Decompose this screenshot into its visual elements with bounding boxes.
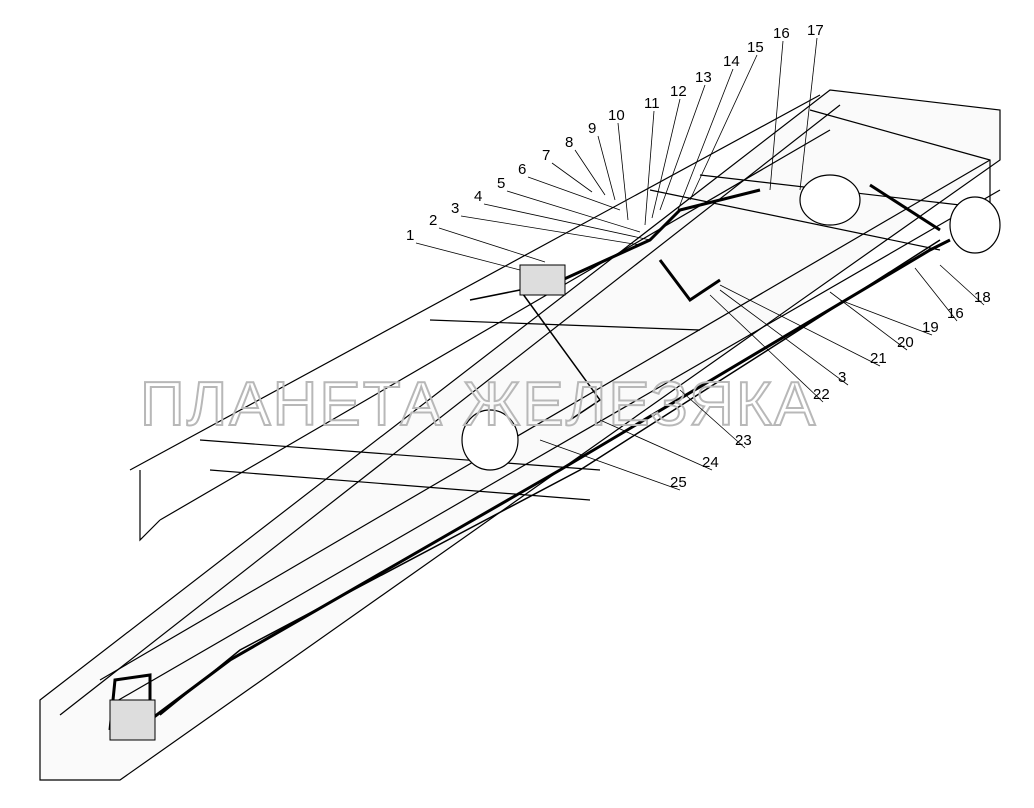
- callout-2: 2: [429, 212, 437, 229]
- leader-line: [506, 190, 641, 233]
- callout-8: 8: [565, 134, 573, 151]
- leader-line: [599, 419, 713, 471]
- callout-3: 3: [838, 369, 846, 386]
- callout-17: 17: [807, 22, 824, 39]
- leader-line: [679, 389, 746, 449]
- leader-line: [644, 110, 655, 226]
- leader-line: [939, 264, 985, 306]
- leader-line: [597, 135, 616, 201]
- leader-line: [659, 84, 706, 211]
- leader-line: [539, 439, 681, 491]
- leader-line: [799, 37, 818, 191]
- leader-line: [677, 68, 734, 211]
- leader-line: [617, 122, 629, 221]
- leader-line: [914, 267, 958, 322]
- callout-1: 1: [406, 227, 414, 244]
- callout-5: 5: [497, 175, 505, 192]
- leader-line: [829, 291, 908, 351]
- callout-10: 10: [608, 107, 625, 124]
- leader-line: [719, 284, 881, 367]
- leader-line: [709, 294, 824, 403]
- watermark: ПЛАНЕТА ЖЕЛЕЗЯКА: [140, 370, 817, 439]
- callout-12: 12: [670, 83, 687, 100]
- brake-valve: [519, 264, 566, 296]
- callout-24: 24: [702, 454, 719, 471]
- callout-19: 19: [922, 319, 939, 336]
- callout-4: 4: [474, 188, 482, 205]
- callout-6: 6: [518, 161, 526, 178]
- callout-21: 21: [870, 350, 887, 367]
- callout-18: 18: [974, 289, 991, 306]
- callout-25: 25: [670, 474, 687, 491]
- leader-line: [839, 299, 933, 336]
- callout-23: 23: [735, 432, 752, 449]
- callout-22: 22: [813, 386, 830, 403]
- callout-3: 3: [451, 200, 459, 217]
- leader-line: [438, 227, 546, 263]
- callout-7: 7: [542, 147, 550, 164]
- callout-16: 16: [773, 25, 790, 42]
- callout-11: 11: [644, 95, 660, 112]
- air-tanks: [461, 174, 1001, 471]
- callout-14: 14: [723, 53, 740, 70]
- leader-line: [689, 54, 758, 201]
- leader-line: [527, 176, 621, 211]
- leader-line: [483, 203, 651, 241]
- leader-lines: [415, 37, 985, 491]
- callout-15: 15: [747, 39, 764, 56]
- callout-20: 20: [897, 334, 914, 351]
- leader-line: [719, 289, 849, 386]
- valve-block: [109, 699, 156, 741]
- leader-line: [551, 162, 593, 193]
- callout-13: 13: [695, 69, 712, 86]
- leader-line: [574, 149, 606, 196]
- callout-16: 16: [947, 305, 964, 322]
- thin-lines: [159, 239, 941, 716]
- callout-9: 9: [588, 120, 596, 137]
- leader-line: [769, 40, 784, 191]
- leader-line: [651, 98, 681, 219]
- leader-line: [415, 242, 521, 271]
- leader-line: [460, 215, 641, 246]
